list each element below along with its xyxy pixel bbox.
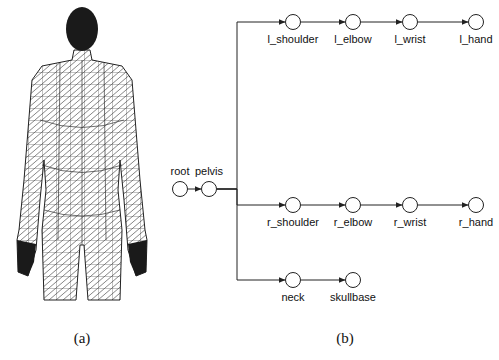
- pelvis-joint: [201, 181, 217, 197]
- joint-label: r_shoulder: [267, 216, 319, 229]
- skullbase-joint: [345, 272, 361, 288]
- r-shoulder-joint: [285, 197, 301, 213]
- bone-connector: [418, 205, 468, 206]
- joint-label: r_elbow: [334, 216, 373, 229]
- bone-connector: [217, 22, 285, 189]
- bone-connector: [301, 280, 345, 281]
- l-elbow-joint: [345, 14, 361, 30]
- joint-label: l_elbow: [334, 33, 371, 46]
- joint-label: l_shoulder: [268, 33, 319, 46]
- bone-connector: [217, 189, 285, 280]
- bone-connector: [361, 22, 402, 23]
- bone-connector: [217, 189, 285, 205]
- head: [66, 7, 98, 51]
- joint-label: root: [171, 165, 190, 178]
- bone-connector: [301, 22, 345, 23]
- joint-label: l_wrist: [394, 33, 425, 46]
- subfigure-caption: (b): [336, 330, 354, 347]
- joint-label: r_wrist: [394, 216, 426, 229]
- joint-label: r_hand: [459, 216, 493, 229]
- root-joint: [172, 181, 188, 197]
- neck-joint: [285, 272, 301, 288]
- left-hand: [17, 240, 36, 276]
- right-hand: [128, 240, 147, 276]
- body-mesh: [0, 40, 170, 310]
- joint-label: neck: [281, 291, 304, 304]
- joint-label: skullbase: [330, 291, 376, 304]
- bone-connector: [361, 205, 402, 206]
- r-elbow-joint: [345, 197, 361, 213]
- l-shoulder-joint: [285, 14, 301, 30]
- r-wrist-joint: [402, 197, 418, 213]
- bone-connector: [418, 22, 468, 23]
- body-outline: [17, 50, 147, 300]
- bone-connector: [301, 205, 345, 206]
- l-hand-joint: [468, 14, 484, 30]
- joint-label: pelvis: [195, 165, 223, 178]
- joint-label: l_hand: [459, 33, 492, 46]
- subfigure-caption: (a): [74, 330, 91, 347]
- l-wrist-joint: [402, 14, 418, 30]
- r-hand-joint: [468, 197, 484, 213]
- bone-connector: [188, 189, 201, 190]
